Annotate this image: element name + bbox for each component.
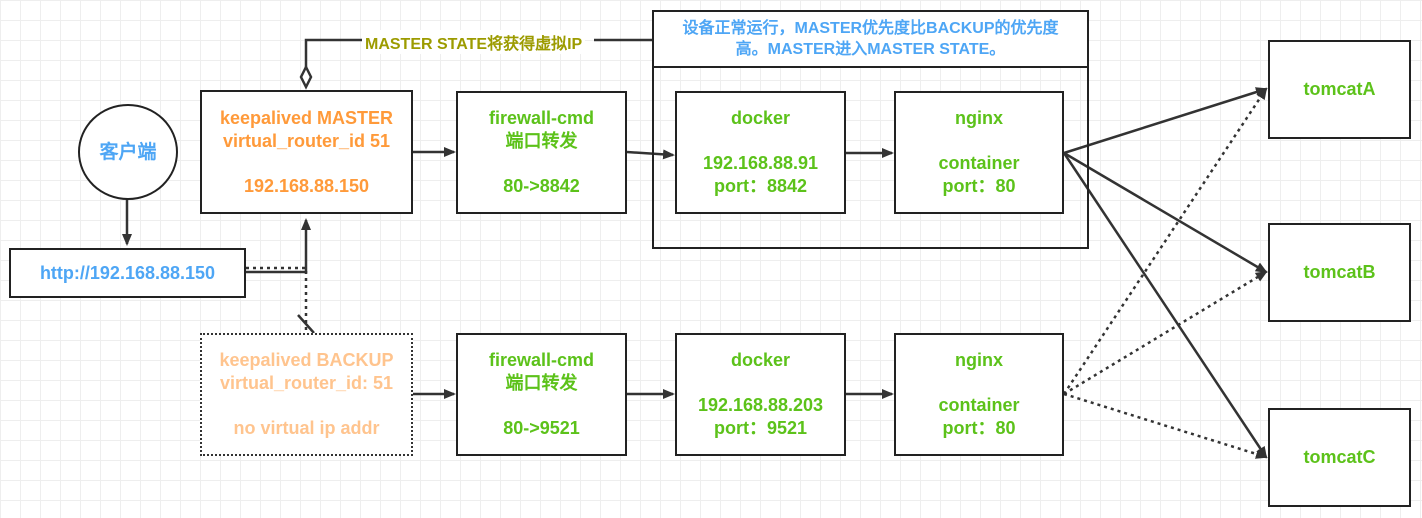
backup-line2: virtual_router_id: 51 — [219, 373, 394, 393]
group-note-line2: 高。MASTER进入MASTER STATE。 — [735, 41, 1006, 58]
client-node: 客户端 — [78, 104, 178, 200]
docker-bottom-node: docker 192.168.88.203 port：9521 — [675, 333, 846, 456]
docker-top-line3: port：8842 — [713, 176, 808, 196]
tomcat-a-label: tomcatA — [1303, 79, 1376, 99]
group-note: 设备正常运行，MASTER优先度比BACKUP的优先度 高。MASTER进入MA… — [654, 12, 1087, 68]
master-group-container: 设备正常运行，MASTER优先度比BACKUP的优先度 高。MASTER进入MA… — [652, 10, 1089, 249]
keepalived-backup-node: keepalived BACKUP virtual_router_id: 51 … — [200, 333, 413, 456]
nginx-top-node: nginx container port：80 — [894, 91, 1064, 214]
keepalived-master-node: keepalived MASTER virtual_router_id 51 1… — [200, 90, 413, 214]
edge-nginx-bottom-tomcatC — [1063, 392, 1268, 459]
docker-top-line2: 192.168.88.91 — [702, 153, 819, 173]
nginx-top-line2: container — [938, 153, 1020, 173]
docker-top-line1: docker — [730, 108, 791, 128]
firewall-top-line3: 80->8842 — [503, 176, 580, 196]
master-state-label: MASTER STATE将获得虚拟IP — [362, 30, 586, 54]
firewall-top-line1: firewall-cmd — [488, 108, 595, 128]
firewall-top-line2: 端口转发 — [505, 131, 578, 151]
url-label: http://192.168.88.150 — [39, 262, 216, 283]
firewall-bottom-node: firewall-cmd 端口转发 80->9521 — [456, 333, 627, 456]
tomcat-c-label: tomcatC — [1303, 447, 1376, 467]
backup-line1: keepalived BACKUP — [219, 350, 394, 370]
master-line1: keepalived MASTER — [219, 107, 394, 128]
nginx-top-line3: port：80 — [942, 176, 1016, 196]
firewall-bottom-line1: firewall-cmd — [488, 350, 595, 370]
edge-nginx-top-tomcatC — [1062, 152, 1268, 459]
edge-nginx-top-tomcatA — [1063, 87, 1268, 155]
edge-nginx-top-tomcatB — [1063, 151, 1268, 274]
firewall-top-node: firewall-cmd 端口转发 80->8842 — [456, 91, 627, 214]
edge-nginx-bottom-tomcatA — [1062, 87, 1268, 395]
group-note-line1: 设备正常运行，MASTER优先度比BACKUP的优先度 — [682, 20, 1059, 37]
tomcat-a-node: tomcatA — [1268, 40, 1411, 139]
tomcat-b-label: tomcatB — [1303, 262, 1376, 282]
docker-bottom-line1: docker — [730, 350, 791, 370]
docker-bottom-line2: 192.168.88.203 — [697, 395, 824, 415]
nginx-bottom-line1: nginx — [955, 350, 1003, 370]
docker-top-node: docker 192.168.88.91 port：8842 — [675, 91, 846, 214]
master-line3: 192.168.88.150 — [243, 175, 370, 196]
url-box: http://192.168.88.150 — [9, 248, 246, 298]
edge-master-state — [304, 38, 364, 87]
edge-url-master — [246, 218, 311, 274]
tomcat-b-node: tomcatB — [1268, 223, 1411, 322]
firewall-bottom-line3: 80->9521 — [503, 418, 580, 438]
edge-backup-cut — [297, 314, 315, 334]
edge-nginx-bottom-tomcatB — [1063, 270, 1268, 396]
tomcat-c-node: tomcatC — [1268, 408, 1411, 507]
nginx-top-line1: nginx — [955, 108, 1003, 128]
edge-url-backup — [246, 266, 308, 332]
nginx-bottom-node: nginx container port：80 — [894, 333, 1064, 456]
diamond-marker — [299, 64, 313, 90]
nginx-bottom-line3: port：80 — [942, 418, 1016, 438]
backup-line3: no virtual ip addr — [233, 418, 380, 438]
docker-bottom-line3: port：9521 — [713, 418, 808, 438]
master-line2: virtual_router_id 51 — [222, 130, 391, 151]
nginx-bottom-line2: container — [938, 395, 1020, 415]
firewall-bottom-line2: 端口转发 — [505, 373, 578, 393]
client-label: 客户端 — [99, 141, 157, 163]
